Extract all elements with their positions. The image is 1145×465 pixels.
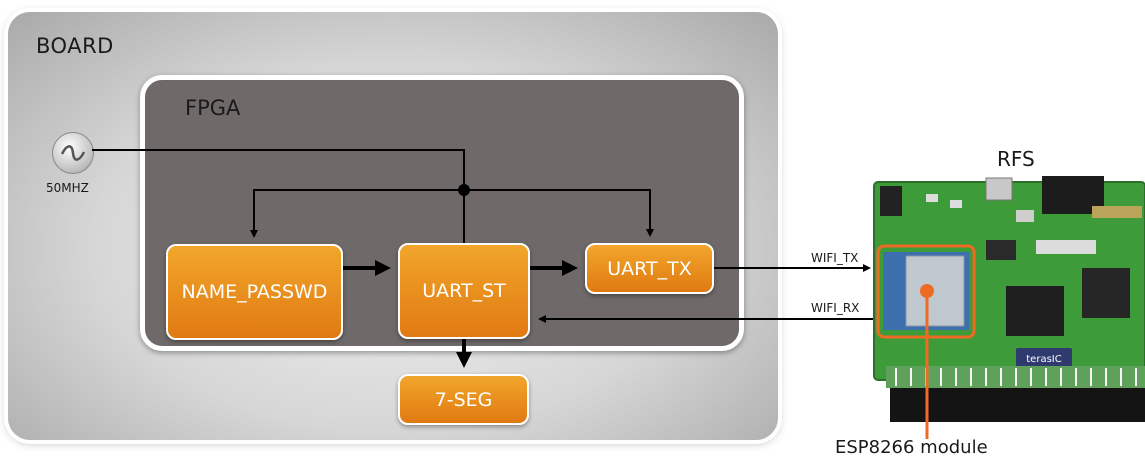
oscillator-icon [52, 132, 94, 174]
board-title: BOARD [36, 34, 114, 58]
rfs-board-image: terasIC [873, 176, 1145, 422]
uart-st-block: UART_ST [398, 243, 530, 339]
seven-seg-block: 7-SEG [398, 374, 529, 425]
name-passwd-block: NAME_PASSWD [166, 244, 343, 340]
clock-label: 50MHZ [46, 181, 89, 195]
rfs-title: RFS [997, 147, 1035, 171]
clock-to-name-passwd [250, 189, 464, 238]
clock-to-uart-tx [464, 189, 654, 237]
module-pointer-line [925, 289, 929, 439]
sine-wave-icon [60, 145, 86, 161]
esp8266-module-label: ESP8266 module [835, 437, 988, 458]
terasic-logo [1016, 348, 1072, 368]
terasic-logo-text: terasIC [1026, 354, 1061, 365]
uart-tx-block: UART_TX [585, 243, 714, 294]
wifi-rx-label: WIFI_RX [811, 301, 860, 315]
wifi-tx-label: WIFI_TX [811, 251, 859, 265]
fpga-title: FPGA [185, 96, 241, 120]
junction-dot [458, 184, 470, 196]
clock-line [92, 149, 465, 243]
